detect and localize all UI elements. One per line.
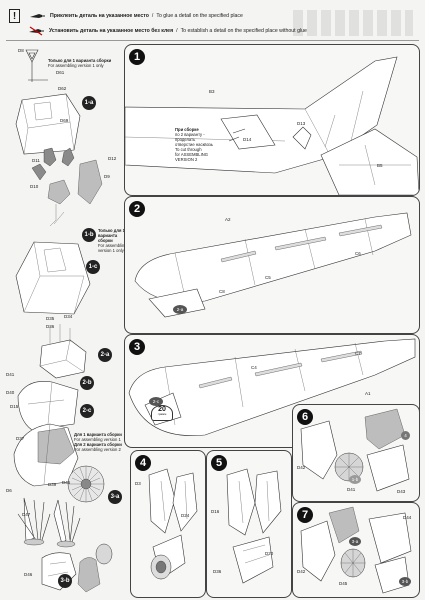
engine-nacelle-drawing (148, 468, 198, 580)
substep-badge-1c: 1-c (86, 260, 100, 274)
step-number: 7 (297, 507, 313, 523)
legend-noglue-text: Установить деталь на указанное место без… (49, 28, 307, 34)
part-label: D44 (403, 515, 412, 520)
part-label: D6 (6, 488, 12, 493)
part-label: D14 (243, 137, 252, 142)
engine-pylon-drawing (226, 468, 282, 584)
step-7-panel: 7 3-a 3-b D44 D42 D45 (292, 502, 420, 598)
part-label: D16 (211, 509, 220, 514)
step-number: 6 (297, 409, 313, 425)
tail-fin-drawing (125, 56, 419, 195)
step2-substep-chip: 2-a (173, 305, 187, 314)
step-number: 2 (129, 201, 145, 217)
substep-badge-2c: 2-c (80, 404, 94, 418)
part-label: D62 (58, 86, 67, 91)
step-2-panel: 2 2-a A2 C6 C5 C8 (124, 196, 420, 334)
step-number: 3 (129, 339, 145, 355)
legend-glue-text: Приклеить деталь на указанное место/To g… (50, 13, 243, 19)
part-label: D36 (213, 569, 222, 574)
substep-badge-3a: 3-a (108, 490, 122, 504)
step-3-panel: 3 2-c 20 грамм C7 C4 A1 (124, 334, 420, 448)
part-label: D42 (297, 569, 306, 574)
part-label: D61 (56, 70, 65, 75)
part-label: D41 (347, 487, 356, 492)
left-column-drawings (13, 49, 113, 593)
part-label: D39 (48, 482, 57, 487)
exclamation-icon: ! (9, 9, 20, 23)
step6-chip: 1-b (349, 475, 361, 484)
part-label: A1 (365, 391, 371, 396)
part-label: C8 (219, 289, 225, 294)
part-label: A2 (225, 217, 231, 222)
step-5-panel: 5 D36 D20 D16 (206, 450, 292, 598)
legend-noglue-row: Установить деталь на указанное место без… (6, 24, 307, 38)
part-label: D13 (297, 121, 306, 126)
substep-badge-1a: 1-a (82, 96, 96, 110)
step3-substep-chip: 2-c (149, 397, 163, 406)
weight-unit: грамм (157, 412, 167, 416)
step-number: 1 (129, 49, 145, 65)
part-label: B5 (377, 163, 383, 168)
substep-badge-2b: 2-b (80, 376, 94, 390)
engine-assembly-6-drawing (300, 408, 410, 492)
glue-tube-icon (28, 10, 46, 22)
part-label: D46 (24, 572, 33, 577)
part-label: D36 (46, 324, 55, 329)
part-label: D69 (60, 118, 69, 123)
substep-badge-3b: 3-b (58, 574, 72, 588)
part-label: B3 (209, 89, 215, 94)
part-label: D37 (16, 436, 25, 441)
part-label: D41 (6, 372, 15, 377)
engine-assembly-7-drawing (300, 506, 412, 594)
substep-badge-1b: 1-b (82, 228, 96, 242)
part-label: D42 (297, 465, 306, 470)
part-label: D10 (30, 184, 39, 189)
part-label: D34 (64, 314, 73, 319)
part-label: C5 (265, 275, 271, 280)
part-label: D40 (6, 390, 15, 395)
weight-badge: 20 грамм (151, 405, 173, 421)
step-number: 5 (211, 455, 227, 471)
substep-badge-2a: 2-a (98, 348, 112, 362)
part-label: D9 (104, 174, 110, 179)
part-label: C6 (355, 251, 361, 256)
weight-value: 20 (158, 406, 166, 413)
part-label: D43 (397, 489, 406, 494)
part-label: D11 (32, 158, 40, 163)
legend-header: ! Приклеить деталь на указанное место/To… (6, 6, 419, 41)
part-label: D35 (46, 316, 55, 321)
legend-glue-row: ! Приклеить деталь на указанное место/To… (6, 9, 243, 23)
part-label: D12 (108, 156, 117, 161)
step6-chip: 4 (401, 431, 410, 440)
step-number: 4 (135, 455, 151, 471)
part-label: D15 (10, 404, 19, 409)
step7-chip: 3-a (349, 537, 361, 546)
part-label: D24 (181, 513, 190, 518)
no-glue-tube-icon (27, 25, 45, 37)
part-label: D47 (22, 512, 31, 517)
part-label: C7 (355, 351, 361, 356)
part-label: C4 (251, 365, 257, 370)
part-label: D8 (18, 48, 24, 53)
fan-drawing-1 (67, 465, 105, 503)
step7-chip: 3-b (399, 577, 411, 586)
faint-watermark (293, 10, 413, 36)
step-4-panel: 4 D3 D24 (130, 450, 206, 598)
part-label: D45 (339, 581, 348, 586)
step-6-panel: 6 4 1-b D42 D41 D43 (292, 404, 420, 502)
part-label: D20 (265, 551, 274, 556)
fan-blades-left (17, 497, 81, 548)
part-label: D45 (62, 480, 71, 485)
fuselage-top-drawing (134, 212, 412, 318)
part-label: D3 (135, 481, 141, 486)
